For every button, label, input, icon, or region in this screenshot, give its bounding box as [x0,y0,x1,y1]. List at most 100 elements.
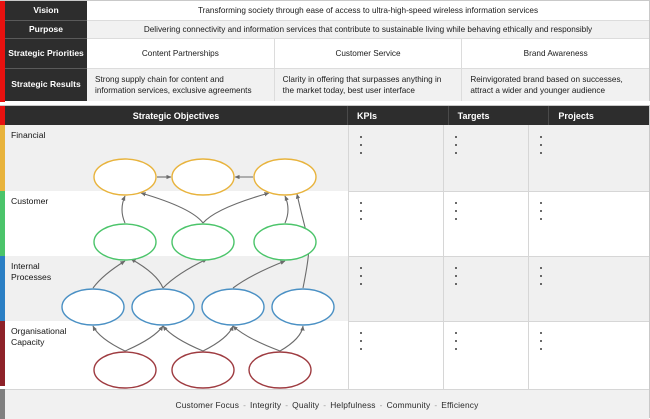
connector-arrow [202,325,234,352]
bullet-point [540,136,542,138]
bullet-point [455,283,457,285]
value-separator: - [243,399,247,410]
column-header-targets: Targets [449,106,550,125]
result-cell-3: Reinvigorated brand based on successes, … [470,74,623,95]
rail-internal-processes [0,256,5,321]
bullet-point [540,210,542,212]
connector-arrow [162,325,204,352]
bullet-list [455,267,457,285]
row-cells-purpose: Delivering connectivity and information … [87,21,649,39]
bullet-point [360,332,362,334]
rail-customer [0,191,5,256]
objective-node[interactable] [253,158,317,196]
objective-node[interactable] [253,223,317,261]
bullet-list [455,332,457,350]
perspective-label-organisational-capacity: Organisational Capacity [11,326,67,347]
strategy-summary-table: Vision Transforming society through ease… [0,0,650,102]
row-divider-2 [348,256,649,257]
bullet-list [360,202,362,220]
map-column-header: Strategic Objectives KPIs Targets Projec… [5,106,649,125]
bullet-point [455,144,457,146]
objective-node[interactable] [248,351,312,389]
bullet-list [540,202,542,220]
bullet-point [455,267,457,269]
bullet-point [455,348,457,350]
objective-node[interactable] [171,351,235,389]
bullet-point [360,136,362,138]
bullet-point [360,210,362,212]
bullet-list [540,267,542,285]
bullet-list [540,136,542,154]
objective-node[interactable] [171,223,235,261]
column-divider-targets-projects [528,125,529,389]
priority-cell-1: Content Partnerships [87,39,275,68]
objective-node[interactable] [171,158,235,196]
connector-arrow [284,195,289,224]
value-separator: - [434,399,438,410]
bullet-point [455,340,457,342]
bullet-point [360,275,362,277]
objective-node[interactable] [93,158,157,196]
bullet-point [455,136,457,138]
row-cells-strategic-results: Strong supply chain for content and info… [87,69,649,101]
bullet-point [540,283,542,285]
perspective-label-internal-processes: Internal Processes [11,261,52,282]
bullet-point [540,152,542,154]
bullet-list [455,136,457,154]
bullet-point [360,340,362,342]
objective-nodes [61,158,335,389]
value-item: Efficiency [441,399,479,410]
bullet-point [540,275,542,277]
objective-node[interactable] [93,351,157,389]
connector-arrow [92,260,126,289]
table-row-strategic-priorities: Strategic Priorities Content Partnership… [5,39,649,69]
result-cell-1: Strong supply chain for content and info… [87,69,275,101]
value-separator: - [285,399,289,410]
red-accent-rail [0,1,5,102]
bullet-point [455,332,457,334]
objective-node[interactable] [131,288,195,326]
objective-node[interactable] [271,288,335,326]
bullet-point [360,152,362,154]
vision-statement: Transforming society through ease of acc… [197,5,539,15]
connector-arrow [232,260,286,289]
bullet-list [360,267,362,285]
rail-financial [0,125,5,191]
connector-arrow [232,325,281,352]
bullet-point [540,267,542,269]
bullet-point [360,348,362,350]
objectives-diagram [61,158,335,389]
column-header-projects: Projects [558,110,594,121]
bullet-point [455,218,457,220]
bullet-point [540,348,542,350]
bullet-point [455,275,457,277]
column-divider-kpis-targets [443,125,444,389]
priority-cell-2: Customer Service [275,39,463,68]
row-divider-1 [348,191,649,192]
objective-node[interactable] [93,223,157,261]
connector-arrow [202,192,270,224]
purpose-statement: Delivering connectivity and information … [143,24,593,34]
connector-arrow [130,258,164,289]
column-divider-objectives-kpis [348,125,349,389]
table-row-vision: Vision Transforming society through ease… [5,1,649,21]
row-divider-3 [348,321,649,322]
bullet-list [360,136,362,154]
connector-arrow [279,325,305,352]
objective-node[interactable] [61,288,125,326]
objective-node[interactable] [201,288,265,326]
value-item: Integrity [250,399,282,410]
bullet-point [540,144,542,146]
row-label-purpose: Purpose [5,21,87,39]
bullet-list [360,332,362,350]
connector-arrow [124,325,164,352]
bullet-point [360,144,362,146]
bullet-point [540,340,542,342]
bullet-point [455,202,457,204]
table-row-strategic-results: Strategic Results Strong supply chain fo… [5,69,649,101]
row-cells-vision: Transforming society through ease of acc… [87,1,649,21]
row-cells-strategic-priorities: Content Partnerships Customer Service Br… [87,39,649,69]
column-header-strategic-objectives: Strategic Objectives [5,106,348,125]
priority-cell-3: Brand Awareness [523,48,588,58]
rail-organisational-capacity [0,321,5,386]
